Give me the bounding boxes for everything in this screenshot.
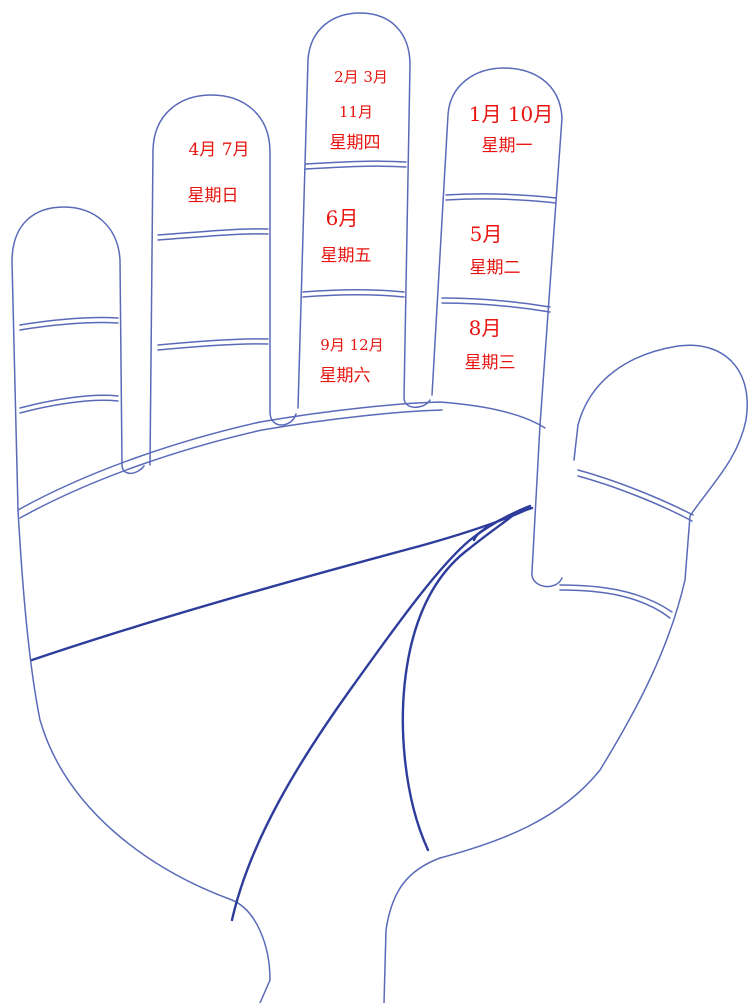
middle-middle-month: 6月: [325, 206, 359, 230]
ring-top-months: 4月 7月: [188, 140, 250, 160]
head-line: [230, 504, 532, 922]
index-top-weekday: 星期一: [481, 136, 533, 156]
middle-middle-weekday: 星期五: [320, 246, 372, 266]
ring-finger-outline: [149, 94, 297, 466]
index-bottom-month: 8月: [468, 316, 502, 340]
index-top-months: 1月 10月: [468, 102, 554, 126]
palm-left-outline: [17, 509, 271, 981]
thumb-outline: [439, 344, 748, 859]
index-middle-month: 5月: [469, 222, 503, 246]
wrist-right-outline: [383, 857, 441, 1003]
middle-finger-outline: [297, 12, 431, 409]
ring-top-weekday: 星期日: [187, 186, 239, 206]
middle-top-months-line2: 11月: [338, 103, 374, 121]
middle-top-months-line1: 2月 3月: [334, 68, 388, 86]
middle-bottom-weekday: 星期六: [319, 366, 371, 386]
index-middle-weekday: 星期二: [469, 258, 521, 278]
little-finger-outline: [11, 206, 145, 511]
palm-major-lines: [30, 504, 534, 922]
middle-top-weekday: 星期四: [329, 133, 381, 153]
middle-bottom-months: 9月 12月: [320, 336, 384, 354]
finger-joint-creases: [19, 160, 694, 619]
finger-base-crease: [17, 401, 546, 519]
wrist-left-edge: [259, 979, 271, 1003]
life-line: [401, 508, 522, 852]
index-finger-outline: [431, 67, 563, 588]
index-bottom-weekday: 星期三: [464, 353, 516, 373]
heart-line: [30, 506, 532, 662]
